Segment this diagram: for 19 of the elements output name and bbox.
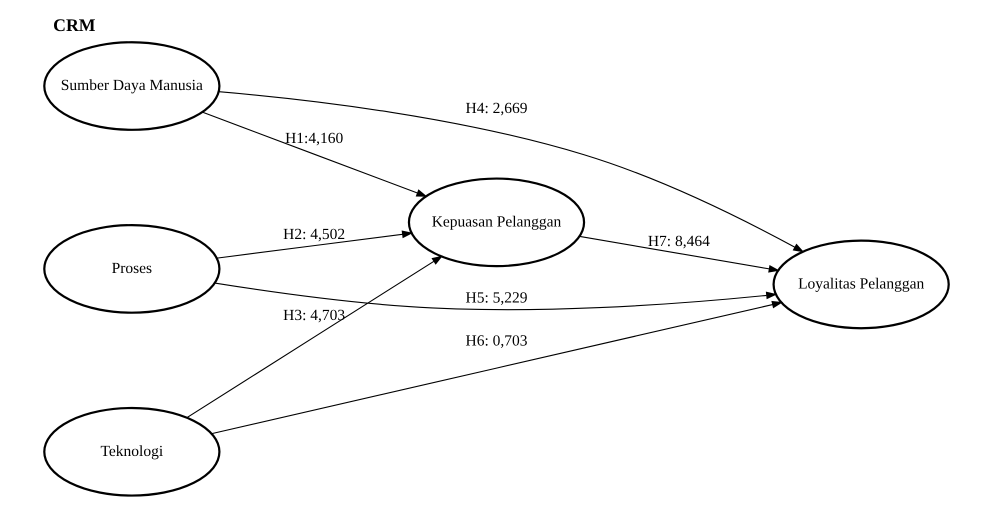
edge-label: H7: 8,464 [648, 232, 710, 250]
arrow [218, 90, 804, 252]
arrow [186, 255, 443, 418]
edge-label: H6: 0,703 [466, 332, 528, 350]
node-ellipse: Proses [43, 224, 221, 314]
node-ellipse: Kepuasan Pelanggan [408, 176, 586, 267]
arrow [580, 235, 780, 272]
edge-label: H1:4,160 [285, 129, 344, 146]
diagram-title: CRM [53, 14, 96, 34]
edge-label: H4: 2,669 [466, 99, 528, 116]
node-ellipse: Sumber Daya Manusia [43, 40, 221, 130]
arrow [202, 111, 428, 196]
edge-label: H2: 4,502 [283, 226, 346, 243]
arrow [214, 282, 778, 310]
arrow [216, 230, 414, 258]
edge-label: H5: 5,229 [466, 288, 528, 306]
arrow [212, 300, 784, 434]
edge-label: H3: 4,703 [283, 306, 346, 324]
node-ellipse: Teknologi [43, 406, 221, 496]
